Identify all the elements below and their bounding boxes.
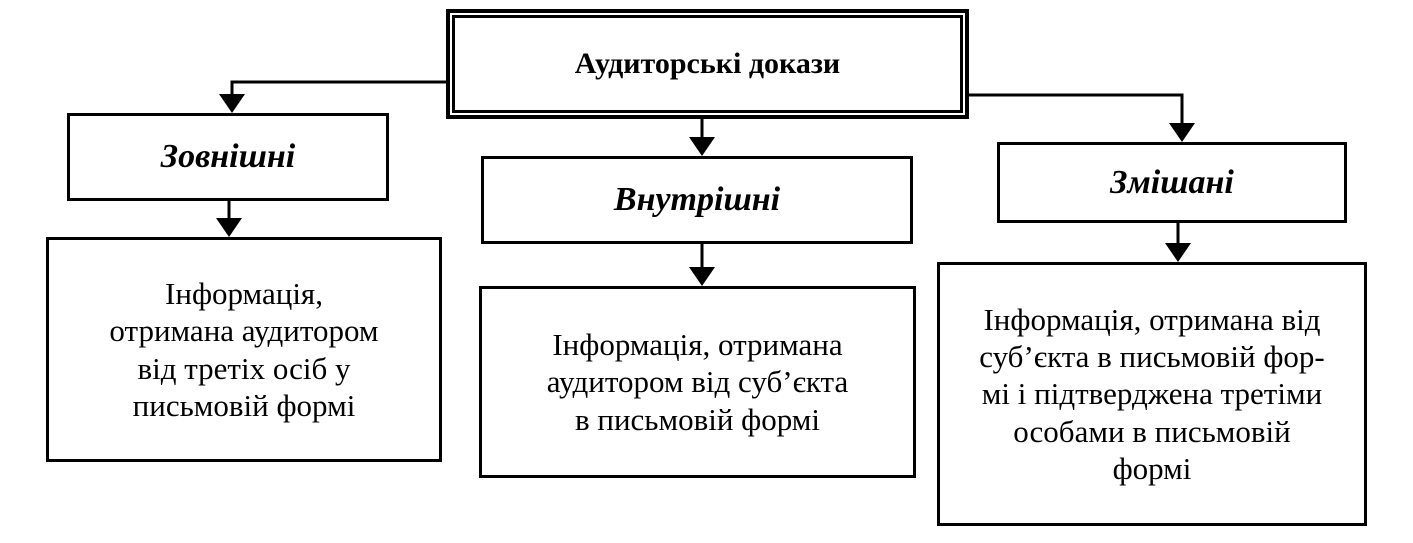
arrowhead-mixed-description bbox=[1165, 243, 1191, 262]
root-node-audit-evidence: Аудиторські докази bbox=[446, 9, 969, 119]
description-node-external: Інформація, отримана аудитором від треті… bbox=[46, 237, 442, 462]
description-line: Інформація, отримана bbox=[552, 327, 843, 363]
description-line: письмовій формі bbox=[132, 387, 356, 423]
description-line: від третіх осіб у bbox=[137, 350, 351, 386]
description-line: особами в письмовій bbox=[1013, 413, 1291, 449]
description-line: Інформація, отримана від bbox=[983, 302, 1321, 338]
description-line: формі bbox=[1112, 450, 1192, 486]
description-line: Інформація, bbox=[165, 276, 323, 312]
category-node-external: Зовнішні bbox=[67, 113, 389, 201]
category-title-mixed: Змішані bbox=[1110, 163, 1234, 201]
category-node-internal: Внутрішні bbox=[481, 156, 913, 244]
category-title-external: Зовнішні bbox=[160, 138, 296, 175]
root-node-title: Аудиторські докази bbox=[574, 47, 841, 80]
description-line: отримана аудитором bbox=[109, 313, 379, 349]
description-node-mixed: Інформація, отримана від суб’єкта в пись… bbox=[937, 262, 1367, 526]
arrowhead-internal bbox=[689, 137, 715, 156]
arrowhead-external-description bbox=[216, 218, 242, 237]
connector-root-to-mixed bbox=[968, 93, 1184, 134]
connector-root-to-external bbox=[230, 80, 447, 105]
arrowhead-external bbox=[219, 94, 245, 113]
description-line: суб’єкта в письмовій фор- bbox=[979, 339, 1325, 375]
arrowhead-mixed bbox=[1169, 123, 1195, 142]
category-title-internal: Внутрішні bbox=[613, 181, 781, 218]
category-node-mixed: Змішані bbox=[997, 142, 1347, 223]
arrowhead-internal-description bbox=[689, 267, 715, 286]
description-line: в письмовій формі bbox=[574, 401, 821, 437]
description-node-internal: Інформація, отримана аудитором від суб’є… bbox=[479, 286, 916, 478]
description-line: мі і підтверджена третіми bbox=[981, 376, 1323, 412]
description-line: аудитором від суб’єкта bbox=[546, 364, 849, 400]
